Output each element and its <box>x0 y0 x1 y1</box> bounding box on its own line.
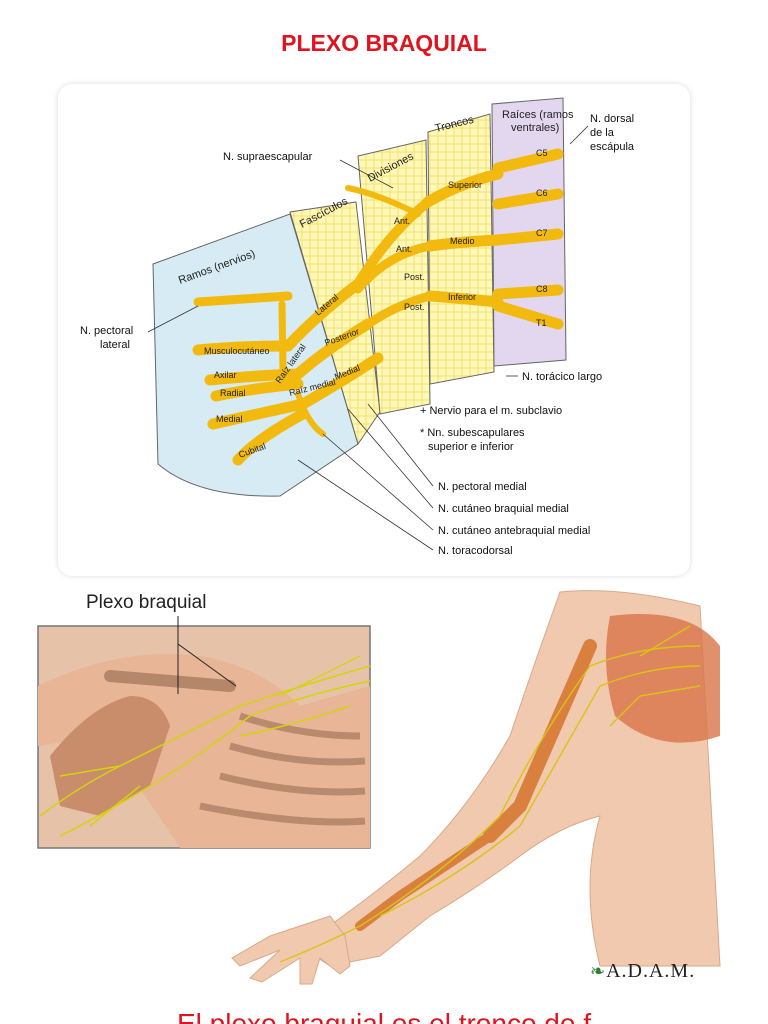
callout-cutaneo-braquial: N. cutáneo braquial medial <box>438 503 569 515</box>
division-label: Post. <box>404 302 425 312</box>
ramos-panel <box>152 213 359 497</box>
callout-pectoral-lateral-2: lateral <box>100 339 130 351</box>
brachial-plexus-diagram: Raíces (ramos ventrales) Troncos Divisio… <box>58 84 690 576</box>
callout-dorsal-escapula-2: de la <box>590 127 615 139</box>
inset-nerves <box>39 655 371 837</box>
root-label: C8 <box>536 284 548 294</box>
nerve-paths <box>192 148 564 466</box>
callout-toracico-largo: N. torácico largo <box>522 371 602 383</box>
brand-text: A.D.A.M. <box>606 960 696 982</box>
leader-lines <box>147 125 589 551</box>
inset-label: Plexo braquial <box>86 592 207 613</box>
division-label: Ant. <box>394 216 410 226</box>
leaf-icon: ❧ <box>590 961 607 981</box>
arm-nerves <box>279 625 701 963</box>
callout-cutaneo-antebraquial: N. cutáneo antebraquial medial <box>438 525 590 537</box>
callout-toracodorsal: N. toracodorsal <box>438 545 513 557</box>
callout-pectoral-medial: N. pectoral medial <box>438 481 527 493</box>
anatomy-illustration <box>0 586 768 986</box>
header-raices-2: ventrales) <box>511 122 559 134</box>
root-label: C5 <box>536 148 548 158</box>
branch-label: Radial <box>220 388 246 398</box>
division-label: Post. <box>404 272 425 282</box>
note-subclavio: + Nervio para el m. subclavio <box>420 405 562 417</box>
footer-text: El plexo braquial es el tronco de f <box>176 1008 592 1024</box>
callout-dorsal-escapula-3: escápula <box>590 141 635 153</box>
anatomy-drawing <box>37 590 721 985</box>
division-label: Ant. <box>396 244 412 254</box>
inset-clavicle <box>104 670 236 692</box>
callout-supraescapular: N. supraescapular <box>223 151 313 163</box>
branch-label: Medial <box>216 414 243 424</box>
plexus-schematic: Raíces (ramos ventrales) Troncos Divisio… <box>80 97 635 557</box>
trunk-label: Medio <box>450 236 475 246</box>
callout-pectoral-lateral-1: N. pectoral <box>80 325 133 337</box>
root-label: C7 <box>536 228 548 238</box>
trunk-label: Superior <box>448 180 482 190</box>
branch-label: Musculocutáneo <box>204 346 270 356</box>
trunk-label: Inferior <box>448 292 476 302</box>
note-subescapulares-2: superior e inferior <box>428 441 514 453</box>
root-label: C6 <box>536 188 548 198</box>
adam-logo: ❧A.D.A.M. <box>590 960 695 983</box>
inset-ribs <box>199 712 366 826</box>
hand <box>231 915 351 985</box>
note-subescapulares-1: * Nn. subescapulares <box>420 427 525 439</box>
header-raices-1: Raíces (ramos <box>502 109 574 121</box>
page-title: PLEXO BRAQUIAL <box>281 30 487 56</box>
callout-dorsal-escapula-1: N. dorsal <box>590 113 634 125</box>
inset-pointer-line <box>177 643 237 687</box>
root-labels: C5 C6 C7 C8 T1 <box>536 148 548 328</box>
branch-label: Axilar <box>214 370 237 380</box>
root-label: T1 <box>536 318 547 328</box>
forearm-bone <box>355 831 495 931</box>
